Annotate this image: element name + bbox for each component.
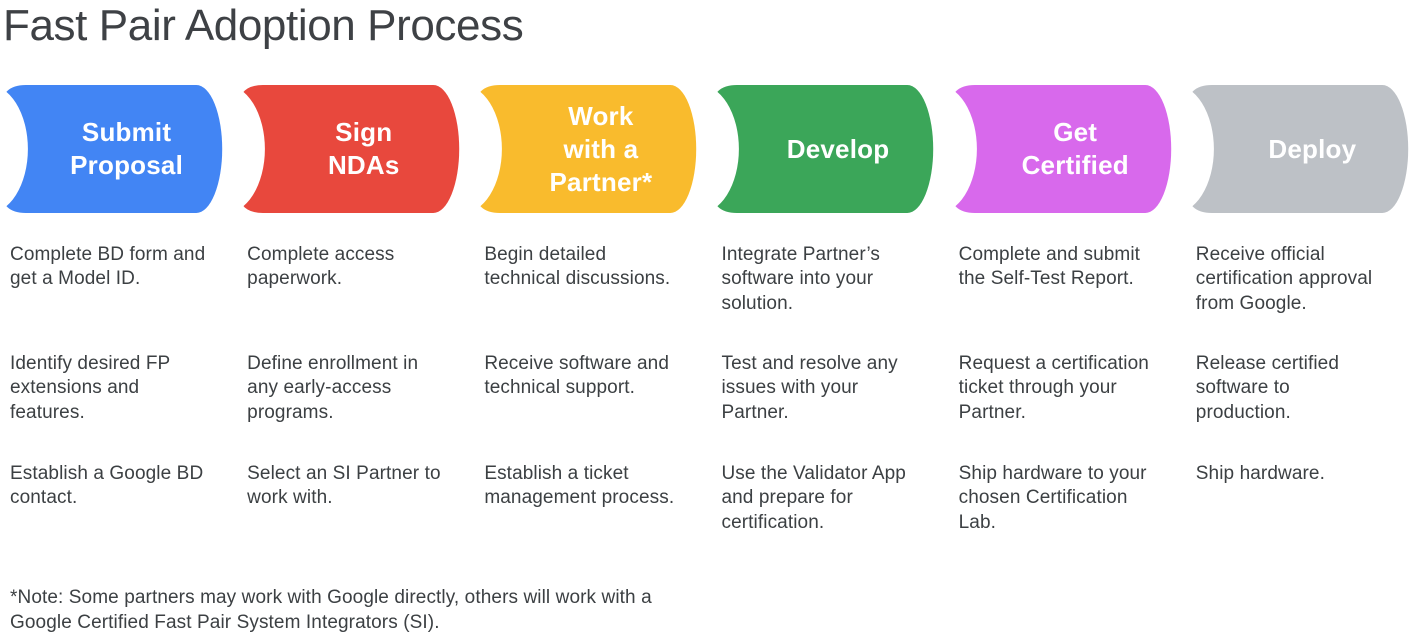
steps-row-2: Identify desired FP extensions and featu… [0,352,1423,425]
footnote: *Note: Some partners may work with Googl… [10,587,652,633]
step-text-sign-ndas-3: Select an SI Partner to work with. [247,463,441,509]
stage-label: Submit Proposal [70,117,183,180]
stage-label: Get Certified [1021,117,1129,180]
stage-row: Submit Proposal Sign NDAs Work with a Pa… [0,85,1423,213]
step-text-develop-3: Use the Validator App and prepare for ce… [721,463,906,533]
step-text-deploy-3: Ship hardware. [1195,463,1325,484]
step-text-sign-ndas-2: Define enrollment in any early-access pr… [247,353,419,423]
step-text-get-certified-2: Request a certification ticket through y… [958,353,1149,423]
stage-chevron-shape [237,85,460,213]
steps-row-1: Complete BD form and get a Model ID. Comp… [0,243,1423,316]
step-text-develop-1: Integrate Partner’s software into your s… [721,244,881,314]
step-text-get-certified-1: Complete and submit the Self-Test Report… [958,244,1141,290]
stage-develop: Develop [711,85,948,213]
step-text-deploy-1: Receive official certification approval … [1195,244,1373,314]
stage-chevron-shape [474,85,697,213]
step-text-submit-proposal-2: Identify desired FP extensions and featu… [10,353,171,423]
stage-label: Deploy [1268,133,1357,164]
stage-deploy: Deploy [1185,85,1423,213]
page-title: Fast Pair Adoption Process [3,1,524,50]
step-text-sign-ndas-1: Complete access paperwork. [247,244,395,290]
step-text-work-with-partner-3: Establish a ticket management process. [484,463,675,509]
stage-get-certified: Get Certified [948,85,1186,213]
stage-submit-proposal: Submit Proposal [0,85,237,213]
stage-chevron-shape [948,85,1171,213]
step-text-deploy-2: Release certified software to production… [1195,353,1339,423]
stage-chevron-shape [0,85,223,213]
stage-sign-ndas: Sign NDAs [237,85,474,213]
stage-label: Work with a Partner* [549,100,653,197]
stage-work-with-partner: Work with a Partner* [474,85,711,213]
step-text-develop-2: Test and resolve any issues with your Pa… [721,353,898,423]
stage-chevron-shape [1185,85,1408,213]
stage-chevron-shape [711,85,934,213]
step-text-work-with-partner-1: Begin detailed technical discussions. [484,244,671,290]
step-text-submit-proposal-3: Establish a Google BD contact. [10,463,204,509]
step-text-work-with-partner-2: Receive software and technical support. [484,353,670,399]
stage-label: Sign NDAs [327,117,400,180]
step-text-submit-proposal-1: Complete BD form and get a Model ID. [10,244,206,290]
steps-row-3: Establish a Google BD contact. Select an … [0,462,1423,535]
step-text-get-certified-3: Ship hardware to your chosen Certificati… [958,463,1147,533]
stage-label: Develop [786,133,890,164]
